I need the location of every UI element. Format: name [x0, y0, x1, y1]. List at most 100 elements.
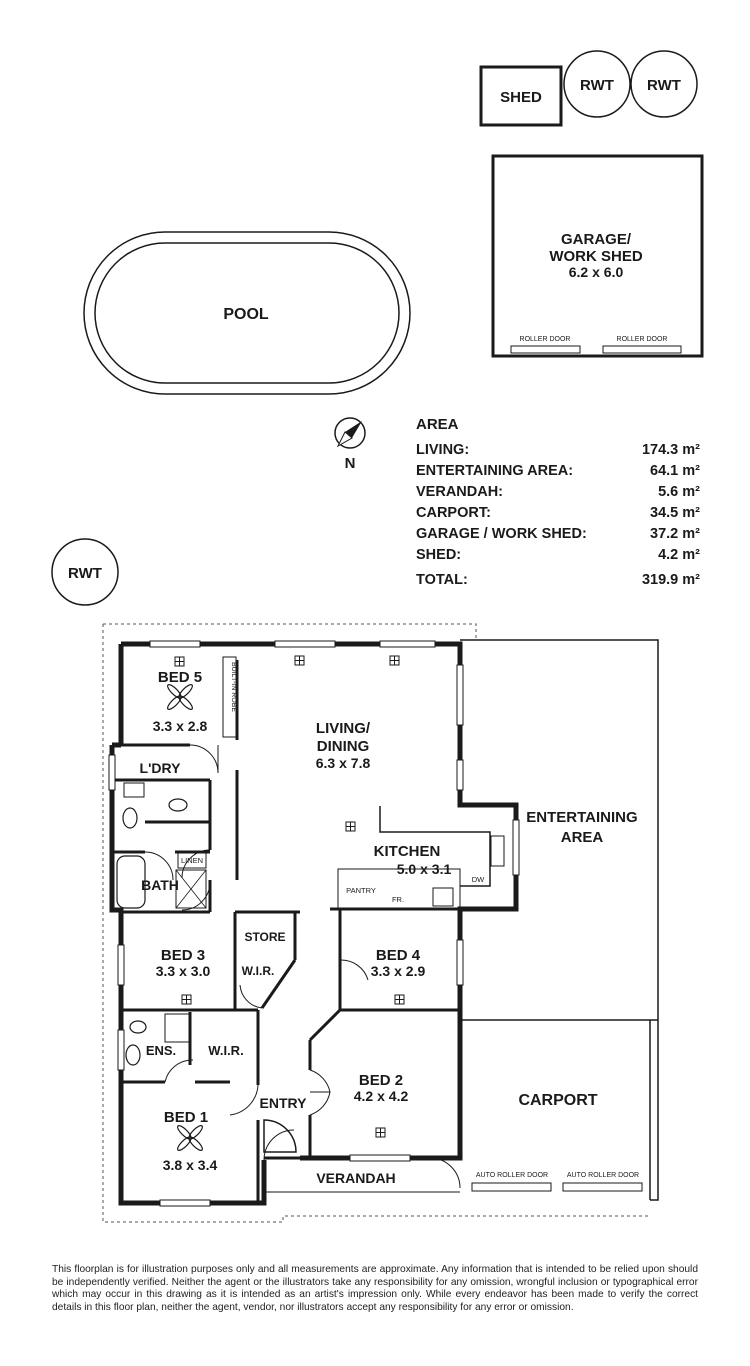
- fridge-label: FR.: [392, 895, 404, 904]
- area-row: CARPORT: 34.5 m²: [416, 503, 700, 524]
- pool-inner: [94, 242, 400, 384]
- disclaimer: This floorplan is for illustration purpo…: [52, 1264, 698, 1313]
- dishwasher-label: DW: [472, 875, 485, 884]
- north-label: N: [345, 455, 356, 472]
- pantry-label: PANTRY: [346, 886, 376, 895]
- area-row-value: 5.6 m²: [658, 482, 700, 503]
- garage-roller-door-label-1: ROLLER DOOR: [520, 336, 571, 343]
- auto-roller-door-label-1: AUTO ROLLER DOOR: [476, 1172, 548, 1179]
- area-row-value: 34.5 m²: [650, 503, 700, 524]
- room-label-verandah: VERANDAH: [316, 1170, 395, 1186]
- north-arrow-icon: [334, 417, 366, 449]
- area-row-label: LIVING:: [416, 442, 470, 458]
- auto-roller-door-label-2: AUTO ROLLER DOOR: [567, 1172, 639, 1179]
- area-rows: LIVING: 174.3 m² ENTERTAINING AREA: 64.1 m²…: [416, 440, 700, 591]
- room-label-store: STORE: [244, 930, 285, 944]
- room-label-entry: ENTRY: [260, 1095, 308, 1111]
- ensuite-shower-icon: [164, 1013, 190, 1043]
- rwt-label-3: RWT: [68, 565, 102, 582]
- carport-auto-roller-door-2: [562, 1182, 643, 1192]
- garage-dimensions: 6.2 x 6.0: [569, 264, 624, 280]
- garage-roller-door-1: [510, 345, 581, 354]
- kitchen-sink-icon: [490, 835, 505, 867]
- built-in-robe-label: BUILT-IN ROBE: [230, 662, 237, 712]
- room-label-living-line2: DINING: [317, 738, 370, 755]
- room-label-bed2: BED 2: [359, 1072, 403, 1089]
- entry-door: [263, 1119, 297, 1153]
- room-dim-bed5: 3.3 x 2.8: [153, 718, 208, 734]
- area-row: LIVING: 174.3 m²: [416, 440, 700, 461]
- area-row-value: 4.2 m²: [658, 545, 700, 566]
- area-row-value: 174.3 m²: [642, 440, 700, 461]
- area-row: GARAGE / WORK SHED: 37.2 m²: [416, 524, 700, 545]
- entertaining-label-line1: ENTERTAINING: [526, 809, 637, 826]
- area-row: SHED: 4.2 m²: [416, 545, 700, 566]
- garage-outline: [491, 154, 704, 358]
- linen-cupboard: [177, 851, 207, 869]
- entertaining-label-line2: AREA: [561, 829, 604, 846]
- toilet-icon-1: [122, 807, 138, 829]
- cooktop-icon: [432, 887, 454, 907]
- area-row-label: GARAGE / WORK SHED:: [416, 526, 587, 542]
- carport-label: CARPORT: [518, 1092, 597, 1109]
- area-row-value: 37.2 m²: [650, 524, 700, 545]
- room-label-bath: BATH: [141, 877, 179, 893]
- area-row-label: SHED:: [416, 547, 462, 563]
- rwt-label-2: RWT: [647, 77, 681, 94]
- area-row: VERANDAH: 5.6 m²: [416, 482, 700, 503]
- room-label-living-line1: LIVING/: [316, 720, 371, 737]
- room-label-kitchen: KITCHEN: [374, 843, 441, 860]
- kitchen-bench: [379, 806, 491, 887]
- room-label-ensuite: ENS.: [146, 1043, 176, 1058]
- rwt-label-1: RWT: [580, 77, 614, 94]
- area-value-number: 174.3: [641, 442, 679, 458]
- pool-label: POOL: [223, 306, 269, 323]
- room-label-wir-2: W.I.R.: [208, 1043, 243, 1058]
- room-dim-bed2: 4.2 x 4.2: [354, 1088, 409, 1104]
- area-row-label: ENTERTAINING AREA:: [416, 463, 574, 479]
- shed-outline: [479, 65, 563, 127]
- area-value-number: 4.2: [658, 547, 679, 563]
- room-dim-bed3: 3.3 x 3.0: [156, 963, 211, 979]
- garage-roller-door-2: [602, 345, 682, 354]
- kitchen-lower-bench: [337, 868, 461, 910]
- area-value-unit: m²: [682, 484, 700, 500]
- area-row-total: TOTAL:319.9 m²: [416, 570, 700, 591]
- room-label-bed3: BED 3: [161, 947, 205, 964]
- room-label-wir-1: W.I.R.: [242, 964, 275, 978]
- area-value-number: 319.9: [641, 572, 679, 588]
- rwt-tank-2: [630, 50, 698, 118]
- room-label-laundry: L'DRY: [140, 760, 182, 776]
- area-value-unit: m²: [682, 442, 700, 458]
- area-row-value: 64.1 m²: [650, 461, 700, 482]
- carport-auto-roller-door-1: [471, 1182, 552, 1192]
- area-value-unit: m²: [682, 526, 700, 542]
- room-dim-bed1: 3.8 x 3.4: [163, 1157, 218, 1173]
- shower-icon: [175, 869, 207, 909]
- rwt-tank-3: [51, 538, 119, 606]
- room-dim-bed4: 3.3 x 2.9: [371, 963, 426, 979]
- room-label-bed5: BED 5: [158, 669, 202, 686]
- area-row-label: CARPORT:: [416, 505, 491, 521]
- basin-icon-1: [168, 798, 188, 812]
- basin-icon-2: [129, 1020, 147, 1034]
- room-dim-kitchen: 5.0 x 3.1: [397, 861, 452, 877]
- laundry-tub-icon: [123, 782, 145, 798]
- ceiling-lights: [174, 655, 405, 1138]
- garage-label-line2: WORK SHED: [549, 248, 643, 265]
- area-row-label: VERANDAH:: [416, 484, 503, 500]
- room-label-bed4: BED 4: [376, 947, 421, 964]
- room-label-bed1: BED 1: [164, 1109, 208, 1126]
- boundary-bottom: [102, 624, 650, 1223]
- toilet-icon-2: [125, 1044, 141, 1066]
- area-row-label: TOTAL:: [416, 572, 468, 588]
- linen-label: LINEN: [181, 856, 203, 865]
- shed-label: SHED: [500, 89, 542, 106]
- room-dim-living: 6.3 x 7.8: [316, 755, 371, 771]
- windows: [108, 640, 520, 1207]
- area-value-number: 64.1: [650, 463, 679, 479]
- ceiling-fan-icon-bed1: [177, 1125, 203, 1151]
- area-row: ENTERTAINING AREA: 64.1 m²: [416, 461, 700, 482]
